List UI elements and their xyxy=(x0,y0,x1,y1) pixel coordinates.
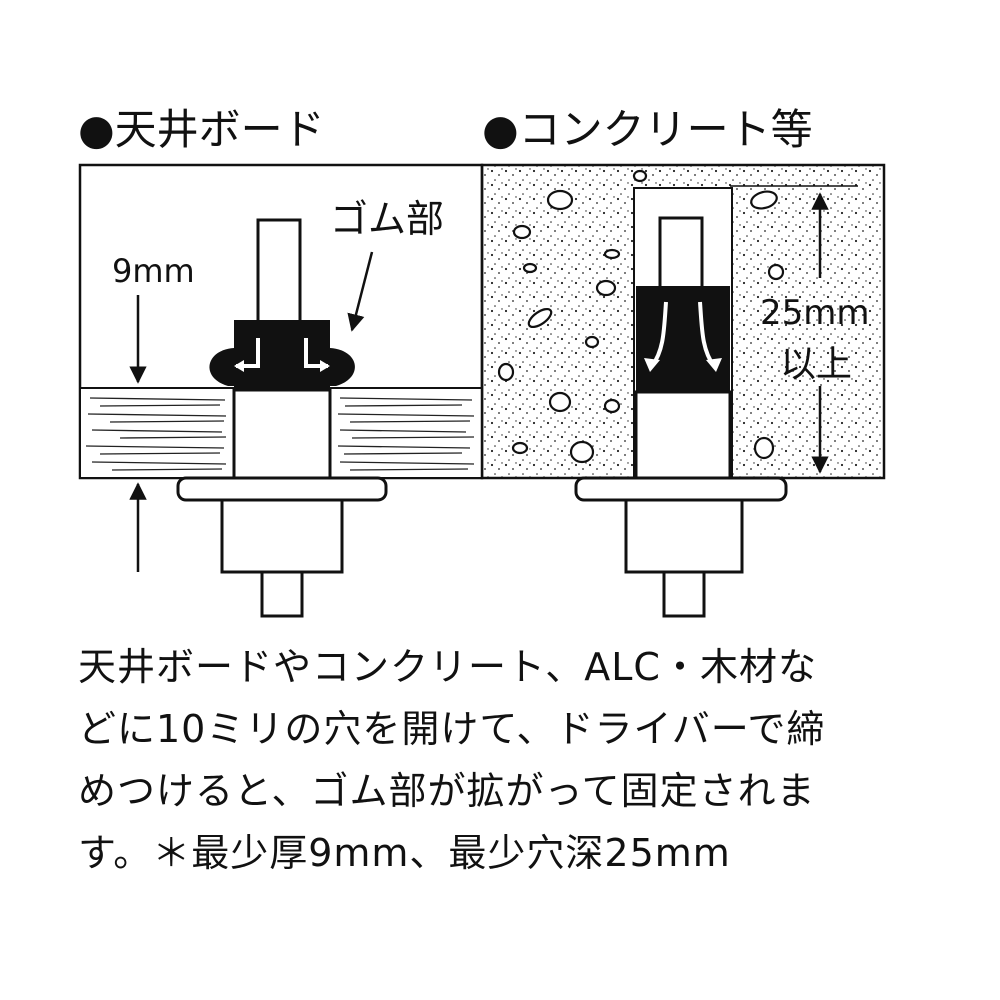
depth-qualifier-label: 以上 xyxy=(780,344,852,385)
description-line-3: めつけると、ゴム部が拡がって固定されま xyxy=(78,769,816,813)
ceiling-board-title: ●天井ボード xyxy=(78,105,325,154)
rubber-part-arrow xyxy=(347,251,374,332)
rubber-part-label: ゴム部 xyxy=(330,197,444,241)
concrete-panel: 25mm 以上 xyxy=(480,163,886,618)
board-texture xyxy=(85,397,475,471)
ceiling-board-panel: ゴム部 9mm xyxy=(78,163,484,618)
description-line-2: どに10ミリの穴を開けて、ドライバーで締 xyxy=(78,707,826,751)
rubber-part-expanded xyxy=(209,320,355,390)
concrete-title: ●コンクリート等 xyxy=(482,105,813,154)
aggregate-stones xyxy=(497,169,785,464)
description-line-1: 天井ボードやコンクリート、ALC・木材な xyxy=(78,645,817,689)
rubber-part-inside xyxy=(636,286,730,392)
description-line-4: す。＊最少厚9mm、最少穴深25mm xyxy=(78,831,731,875)
anchor-plug-concrete xyxy=(574,216,788,618)
board-thickness-label: 9mm xyxy=(112,252,195,290)
description: 天井ボードやコンクリート、ALC・木材な どに10ミリの穴を開けて、ドライバーで… xyxy=(78,636,938,884)
depth-value-label: 25mm xyxy=(760,293,870,333)
